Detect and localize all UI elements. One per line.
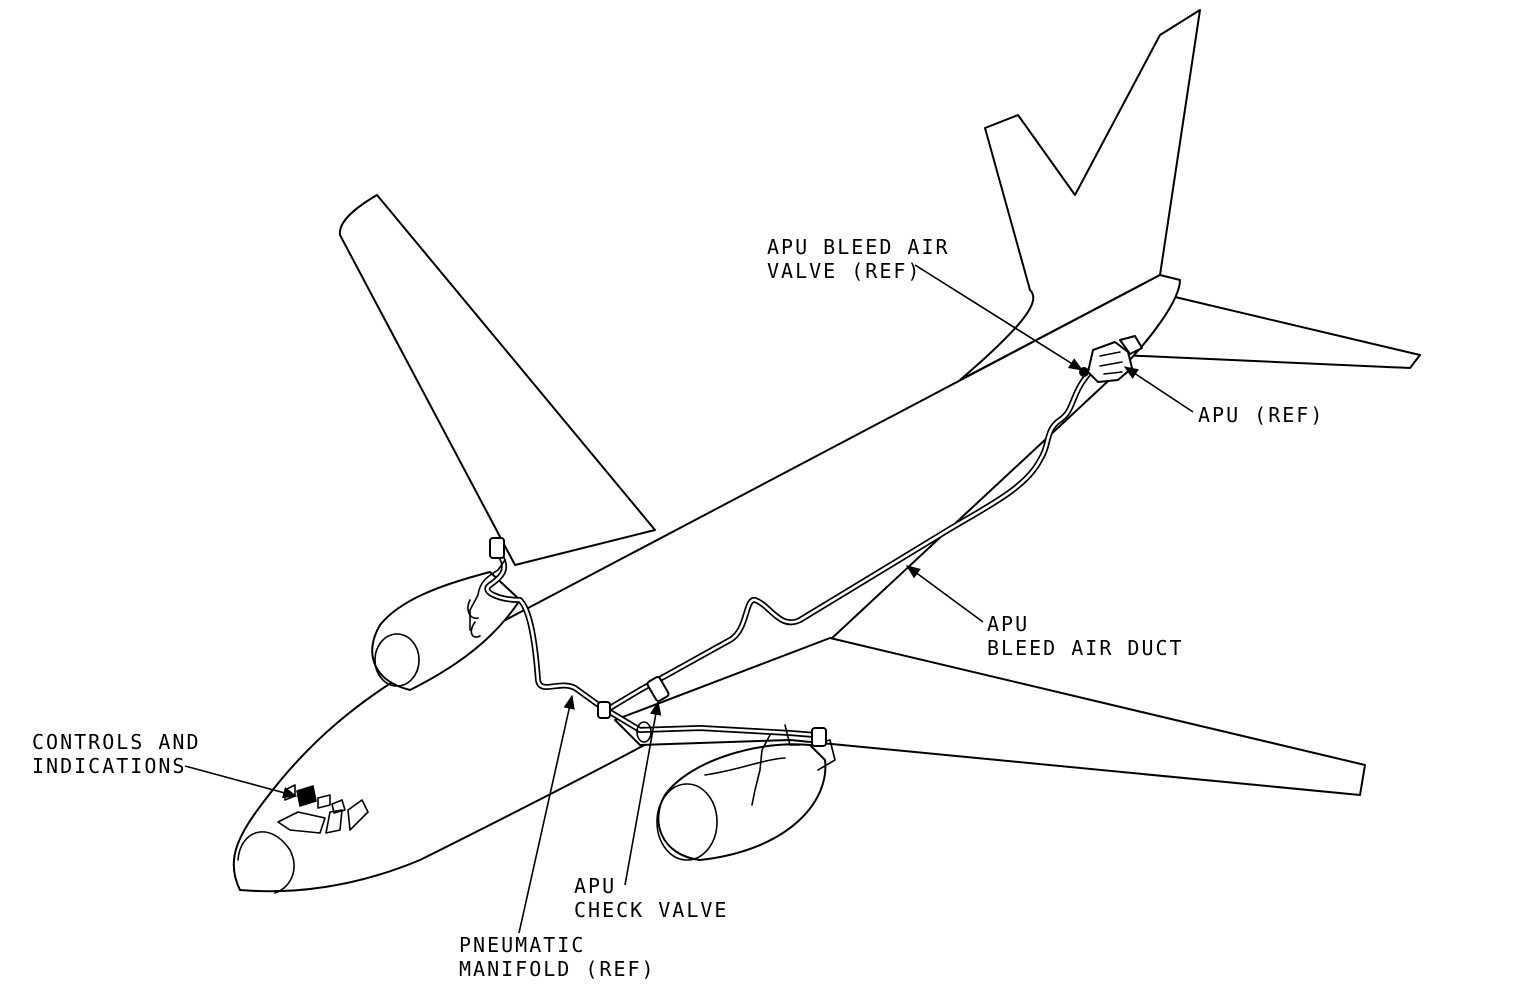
label-pneumatic-manifold-line-2: MANIFOLD (REF) — [459, 957, 656, 981]
leader-apu-check-valve — [624, 700, 662, 886]
leader-apu — [1123, 366, 1194, 413]
label-apu-check-valve-line-2: CHECK VALVE — [574, 898, 728, 922]
label-apu-bleed-air-duct-line-1: APU — [987, 612, 1029, 636]
left-wing — [338, 194, 656, 566]
right-engine — [656, 739, 836, 861]
leader-apu-bleed-air-duct — [905, 565, 984, 623]
label-apu-check-valve: APU CHECK VALVE — [574, 874, 728, 922]
label-apu-bleed-air-valve-line-1: APU BLEED AIR — [767, 235, 950, 259]
leader-lines — [184, 264, 1194, 934]
label-pneumatic-manifold-line-1: PNEUMATIC — [459, 933, 585, 957]
leader-apu-bleed-air-valve — [914, 264, 1084, 371]
label-apu-check-valve-line-1: APU — [574, 874, 616, 898]
leader-controls-and-indications — [184, 765, 298, 799]
label-pneumatic-manifold: PNEUMATIC MANIFOLD (REF) — [459, 933, 656, 981]
label-apu-bleed-air-duct: APU BLEED AIR DUCT — [987, 612, 1184, 660]
cockpit-windows — [277, 784, 369, 834]
apu-bleed-air-duct — [607, 369, 1093, 711]
label-controls-and-indications: CONTROLS AND INDICATIONS — [32, 730, 215, 778]
label-apu-line-1: APU (REF) — [1198, 403, 1324, 427]
label-controls-and-indications-line-1: CONTROLS AND — [32, 730, 201, 754]
label-apu: APU (REF) — [1198, 403, 1324, 427]
vertical-stabilizer — [959, 9, 1201, 381]
left-engine — [371, 571, 521, 691]
label-controls-and-indications-line-2: INDICATIONS — [32, 754, 186, 778]
right-wing — [614, 637, 1366, 796]
label-apu-bleed-air-valve: APU BLEED AIR VALVE (REF) — [767, 235, 964, 283]
pneumatic-manifold — [469, 537, 827, 806]
leader-pneumatic-manifold — [518, 694, 575, 934]
label-apu-bleed-air-duct-line-2: BLEED AIR DUCT — [987, 636, 1184, 660]
nose-cone — [237, 831, 295, 894]
label-apu-bleed-air-valve-line-2: VALVE (REF) — [767, 259, 921, 283]
apu-check-valve — [597, 676, 670, 743]
